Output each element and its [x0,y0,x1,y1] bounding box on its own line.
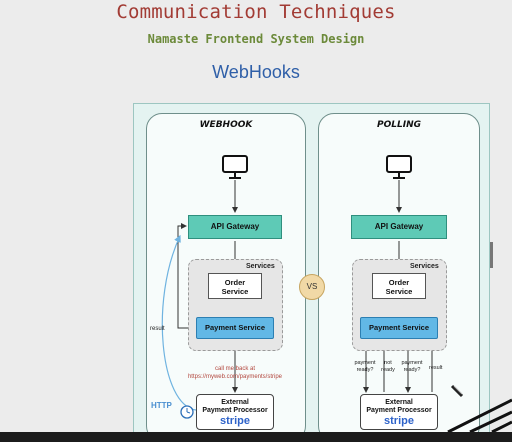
slide-heading: WebHooks [212,62,300,82]
api-gateway-box: API Gateway [188,215,282,239]
clock-icon [180,405,194,419]
poll-label-line: ready [381,367,395,373]
poll-label-line: ready? [356,367,374,373]
external-processor-box: External Payment Processor stripe [196,394,274,430]
monitor-icon [222,155,248,179]
webhook-title: WEBHOOK [199,120,253,130]
external-processor-box: External Payment Processor stripe [360,394,438,430]
callback-note: call me back at https://myweb.com/paymen… [180,365,290,381]
result-label: result [150,326,165,332]
order-service-box: Order Service [208,273,262,299]
payment-service-box: Payment Service [360,317,438,339]
poll-label-line: not [384,360,392,366]
external-label-line2: Payment Processor [202,407,268,414]
polling-title: POLLING [377,120,421,130]
poll-result-label: result [429,365,443,371]
page-subtitle: Namaste Frontend System Design [147,32,365,46]
external-label-line2: Payment Processor [366,407,432,414]
annotation-stroke [491,420,512,434]
poll-label-not-ready: not ready [378,360,398,374]
order-service-label-line2: Service [385,287,413,296]
bottom-bar [0,432,512,442]
order-service-label-line2: Service [221,287,249,296]
stripe-logo: stripe [384,415,414,427]
monitor-icon [386,155,412,179]
poll-label-payment-ready: payment ready? [350,360,380,374]
callback-note-line2: https://myweb.com/payments/stripe [187,374,283,380]
payment-service-box: Payment Service [196,317,274,339]
scrollbar-thumb[interactable] [490,242,493,268]
external-label-line1: External [221,399,249,406]
api-gateway-box: API Gateway [351,215,447,239]
poll-label-line: payment [401,360,423,366]
poll-label-payment-ready: payment ready? [397,360,427,374]
order-service-label-line1: Order [224,278,246,287]
http-label: HTTP [151,401,172,410]
poll-label-line: ready? [403,367,421,373]
annotation-stroke [447,398,512,434]
stripe-logo: stripe [220,415,250,427]
services-label: Services [246,263,275,270]
arrow-result [177,223,196,329]
services-label: Services [410,263,439,270]
poll-label-line: payment [354,360,376,366]
arrow-http-callback [161,234,197,411]
pencil-cursor-icon [450,384,464,398]
annotation-stroke [469,410,512,434]
vs-badge: VS [299,274,325,300]
external-label-line1: External [385,399,413,406]
order-service-label-line1: Order [388,278,410,287]
callback-note-line1: call me back at [214,366,256,372]
order-service-box: Order Service [372,273,426,299]
page-title: Communication Techniques [116,1,396,23]
